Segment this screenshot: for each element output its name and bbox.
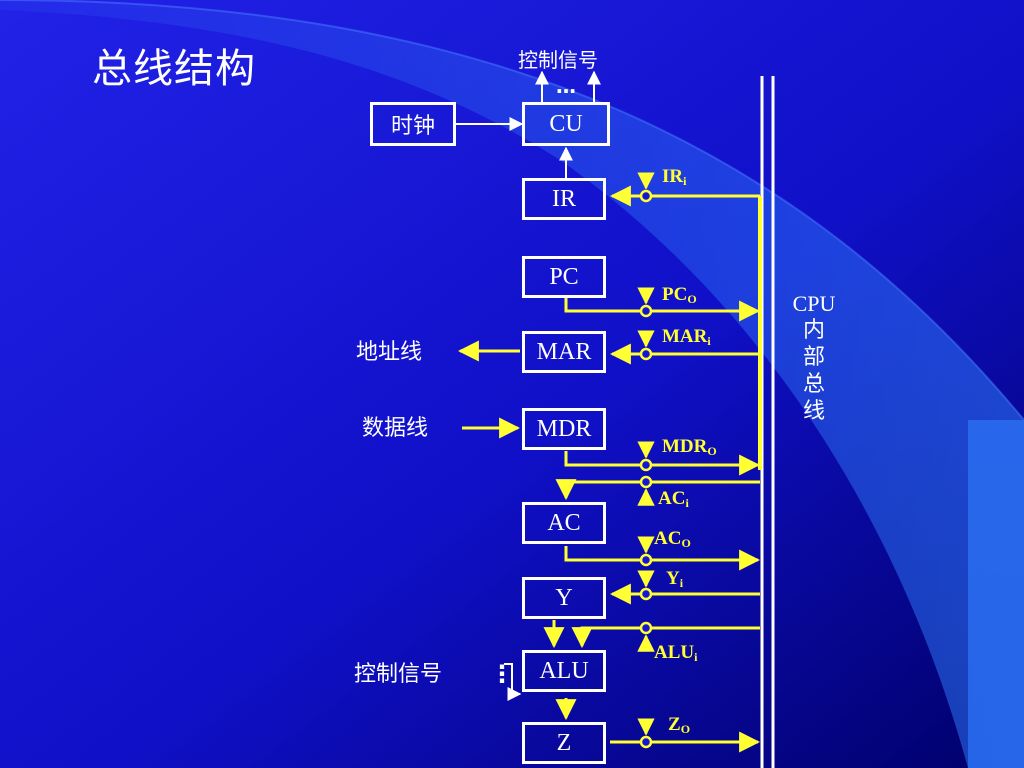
signal-mar-in-base: MAR xyxy=(662,326,708,347)
signal-mar-in-sub: i xyxy=(707,334,711,348)
page-title: 总线结构 xyxy=(92,46,256,92)
ir-box: IR xyxy=(522,178,606,220)
signal-z-out-sub: O xyxy=(680,722,691,736)
signal-ac-in-sub: i xyxy=(685,496,689,510)
data-line-label: 数据线 xyxy=(362,416,429,441)
mdr-label: MDR xyxy=(536,415,592,442)
pc-label: PC xyxy=(549,263,579,290)
cu-control-arrows xyxy=(535,70,601,102)
mdr-box: MDR xyxy=(522,408,606,450)
clock-label: 时钟 xyxy=(390,114,435,139)
signal-ac-out-sub: O xyxy=(681,536,691,550)
signal-mar-in: MARi xyxy=(662,326,711,349)
ir-label: IR xyxy=(552,185,576,212)
y-label: Y xyxy=(555,584,573,611)
cu-control-dots: … xyxy=(556,74,576,98)
bus-label-line-1: CPU xyxy=(792,291,836,316)
signal-mdr-out: MDRO xyxy=(662,436,717,459)
signal-y-in: Yi xyxy=(666,568,683,591)
cu-control-signals-label: 控制信号 xyxy=(518,48,598,72)
y-box: Y xyxy=(522,577,606,619)
signal-ir-in-sub: i xyxy=(683,174,687,188)
bus-label-line-3: 部 xyxy=(802,345,825,370)
signal-mdr-out-base: MDR xyxy=(662,436,708,457)
signal-ac-out-base: AC xyxy=(654,528,682,549)
signal-pc-out-base: PC xyxy=(662,284,688,305)
alu-control-dots: ⋮ xyxy=(490,660,514,688)
cu-box: CU xyxy=(522,102,610,146)
signal-alu-in-sub: i xyxy=(694,650,698,664)
address-line-label: 地址线 xyxy=(356,340,423,365)
cpu-internal-bus-label: CPU 内 部 总 线 xyxy=(782,290,846,425)
signal-pc-out: PCO xyxy=(662,284,697,307)
alu-control-signals-label: 控制信号 xyxy=(354,662,443,687)
alu-box: ALU xyxy=(522,650,606,692)
z-label: Z xyxy=(556,729,572,756)
cu-label: CU xyxy=(549,110,583,137)
signal-alu-in: ALUi xyxy=(654,642,697,665)
signal-alu-in-base: ALU xyxy=(654,642,695,663)
signal-pc-out-sub: O xyxy=(687,292,697,306)
pc-box: PC xyxy=(522,256,606,298)
mar-label: MAR xyxy=(536,338,592,365)
alu-label: ALU xyxy=(539,657,589,684)
signal-mdr-out-sub: O xyxy=(707,444,717,458)
bus-label-line-5: 线 xyxy=(802,399,825,424)
signal-y-in-sub: i xyxy=(679,576,684,590)
signal-y-in-base: Y xyxy=(666,568,680,589)
signal-ir-in: IRi xyxy=(662,166,686,189)
ac-label: AC xyxy=(547,509,581,536)
signal-z-out-base: Z xyxy=(668,714,681,735)
clock-box: 时钟 xyxy=(370,102,456,146)
gate-taps xyxy=(639,189,653,749)
internal-bus-lines xyxy=(758,76,775,768)
signal-ac-in: ACi xyxy=(658,488,689,511)
ac-box: AC xyxy=(522,502,606,544)
signal-ac-in-base: AC xyxy=(658,488,686,509)
mar-box: MAR xyxy=(522,331,606,373)
signal-ir-in-base: IR xyxy=(662,166,684,187)
bus-label-line-2: 内 xyxy=(802,318,825,343)
signal-ac-out: ACO xyxy=(654,528,691,551)
signal-z-out: ZO xyxy=(668,714,690,737)
bus-label-line-4: 总 xyxy=(802,372,825,397)
z-box: Z xyxy=(522,722,606,764)
